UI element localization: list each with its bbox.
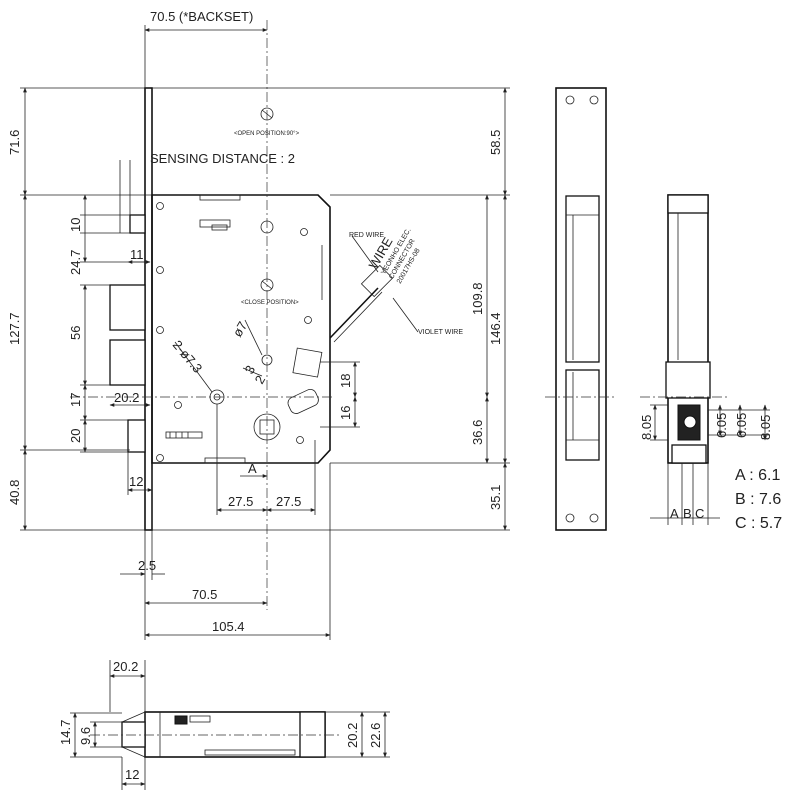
side-dim-8-05-right: 8.05 <box>758 415 773 440</box>
dim-24-7: 24.7 <box>68 250 83 275</box>
dim-16: 16 <box>338 406 353 420</box>
bottom-dim-22-6: 22.6 <box>368 723 383 748</box>
dimension-legend: A : 6.1 B : 7.6 C : 5.7 <box>735 467 782 532</box>
legend-c: C : 5.7 <box>735 515 782 532</box>
bottom-view: 20.2 14.7 9.6 12 20.2 22.6 <box>58 659 390 790</box>
dim-35-1: 35.1 <box>488 485 503 510</box>
dim-146-4: 146.4 <box>488 312 503 345</box>
side-view: 8.05 6.05 6.05 8.05 A B C <box>639 194 773 525</box>
case-screws <box>156 202 312 462</box>
dim-27-5-left: 27.5 <box>228 494 253 509</box>
side-label-b: B <box>683 506 692 521</box>
dim-105-4: 105.4 <box>212 619 245 634</box>
dim-phi-7: ø7 <box>230 319 251 340</box>
side-dim-6-05b: 6.05 <box>734 413 749 438</box>
deadbolt-lower <box>109 339 146 386</box>
square-spindle <box>292 347 323 378</box>
connector-wire <box>329 235 419 343</box>
violet-wire-label: VIOLET WIRE <box>418 329 463 336</box>
dim-58-5: 58.5 <box>488 130 503 155</box>
bottom-dim-14-7: 14.7 <box>58 720 73 745</box>
dim-56: 56 <box>68 326 83 340</box>
dim-127-7: 127.7 <box>7 312 22 345</box>
side-label-c: C <box>695 506 704 521</box>
latch-bolt <box>127 419 146 453</box>
dim-40-8: 40.8 <box>7 480 22 505</box>
legend-b: B : 7.6 <box>735 491 781 508</box>
bottom-dim-12: 12 <box>125 767 139 782</box>
red-wire-label: RED WIRE <box>349 232 384 239</box>
dim-27-5-right: 27.5 <box>276 494 301 509</box>
dim-11: 11 <box>130 247 144 262</box>
side-dim-6-05: 6.05 <box>714 413 729 438</box>
close-position-label: <CLOSE POSITION> <box>241 300 299 306</box>
sensor-pin <box>129 214 146 234</box>
dim-109-8: 109.8 <box>470 282 485 315</box>
dim-18: 18 <box>338 374 353 388</box>
dim-20-2: 20.2 <box>114 390 139 405</box>
dim-2-5: 2.5 <box>138 558 156 573</box>
bottom-dim-20-2-top: 20.2 <box>113 659 138 674</box>
dim-17: 17 <box>68 393 83 407</box>
dim-20: 20 <box>68 429 83 443</box>
dim-70-5: 70.5 <box>192 587 217 602</box>
side-label-a: A <box>670 506 679 521</box>
side-dim-8-05-left: 8.05 <box>639 415 654 440</box>
marker-a: A <box>248 461 257 476</box>
bottom-dim-9-6: 9.6 <box>78 727 93 745</box>
open-position-label: <OPEN POSITION:90°> <box>234 131 300 137</box>
dim-36-6: 36.6 <box>470 420 485 445</box>
legend-a: A : 6.1 <box>735 467 780 484</box>
front-view: 70.5 (*BACKSET) <OPEN POSITION:90°> <CLO… <box>7 9 510 640</box>
backset-label: 70.5 (*BACKSET) <box>150 9 253 24</box>
cam <box>287 388 319 414</box>
dim-10: 10 <box>68 218 83 232</box>
lock-case <box>151 194 331 464</box>
dim-holes: 2-ø7.3 <box>170 337 206 375</box>
bottom-dim-20-2-right: 20.2 <box>345 723 360 748</box>
dim-12: 12 <box>129 474 143 489</box>
strike-plate-view <box>545 87 615 531</box>
dim-71-6: 71.6 <box>7 130 22 155</box>
deadbolt-upper <box>109 284 146 331</box>
sensing-distance-label: SENSING DISTANCE : 2 <box>150 151 295 166</box>
